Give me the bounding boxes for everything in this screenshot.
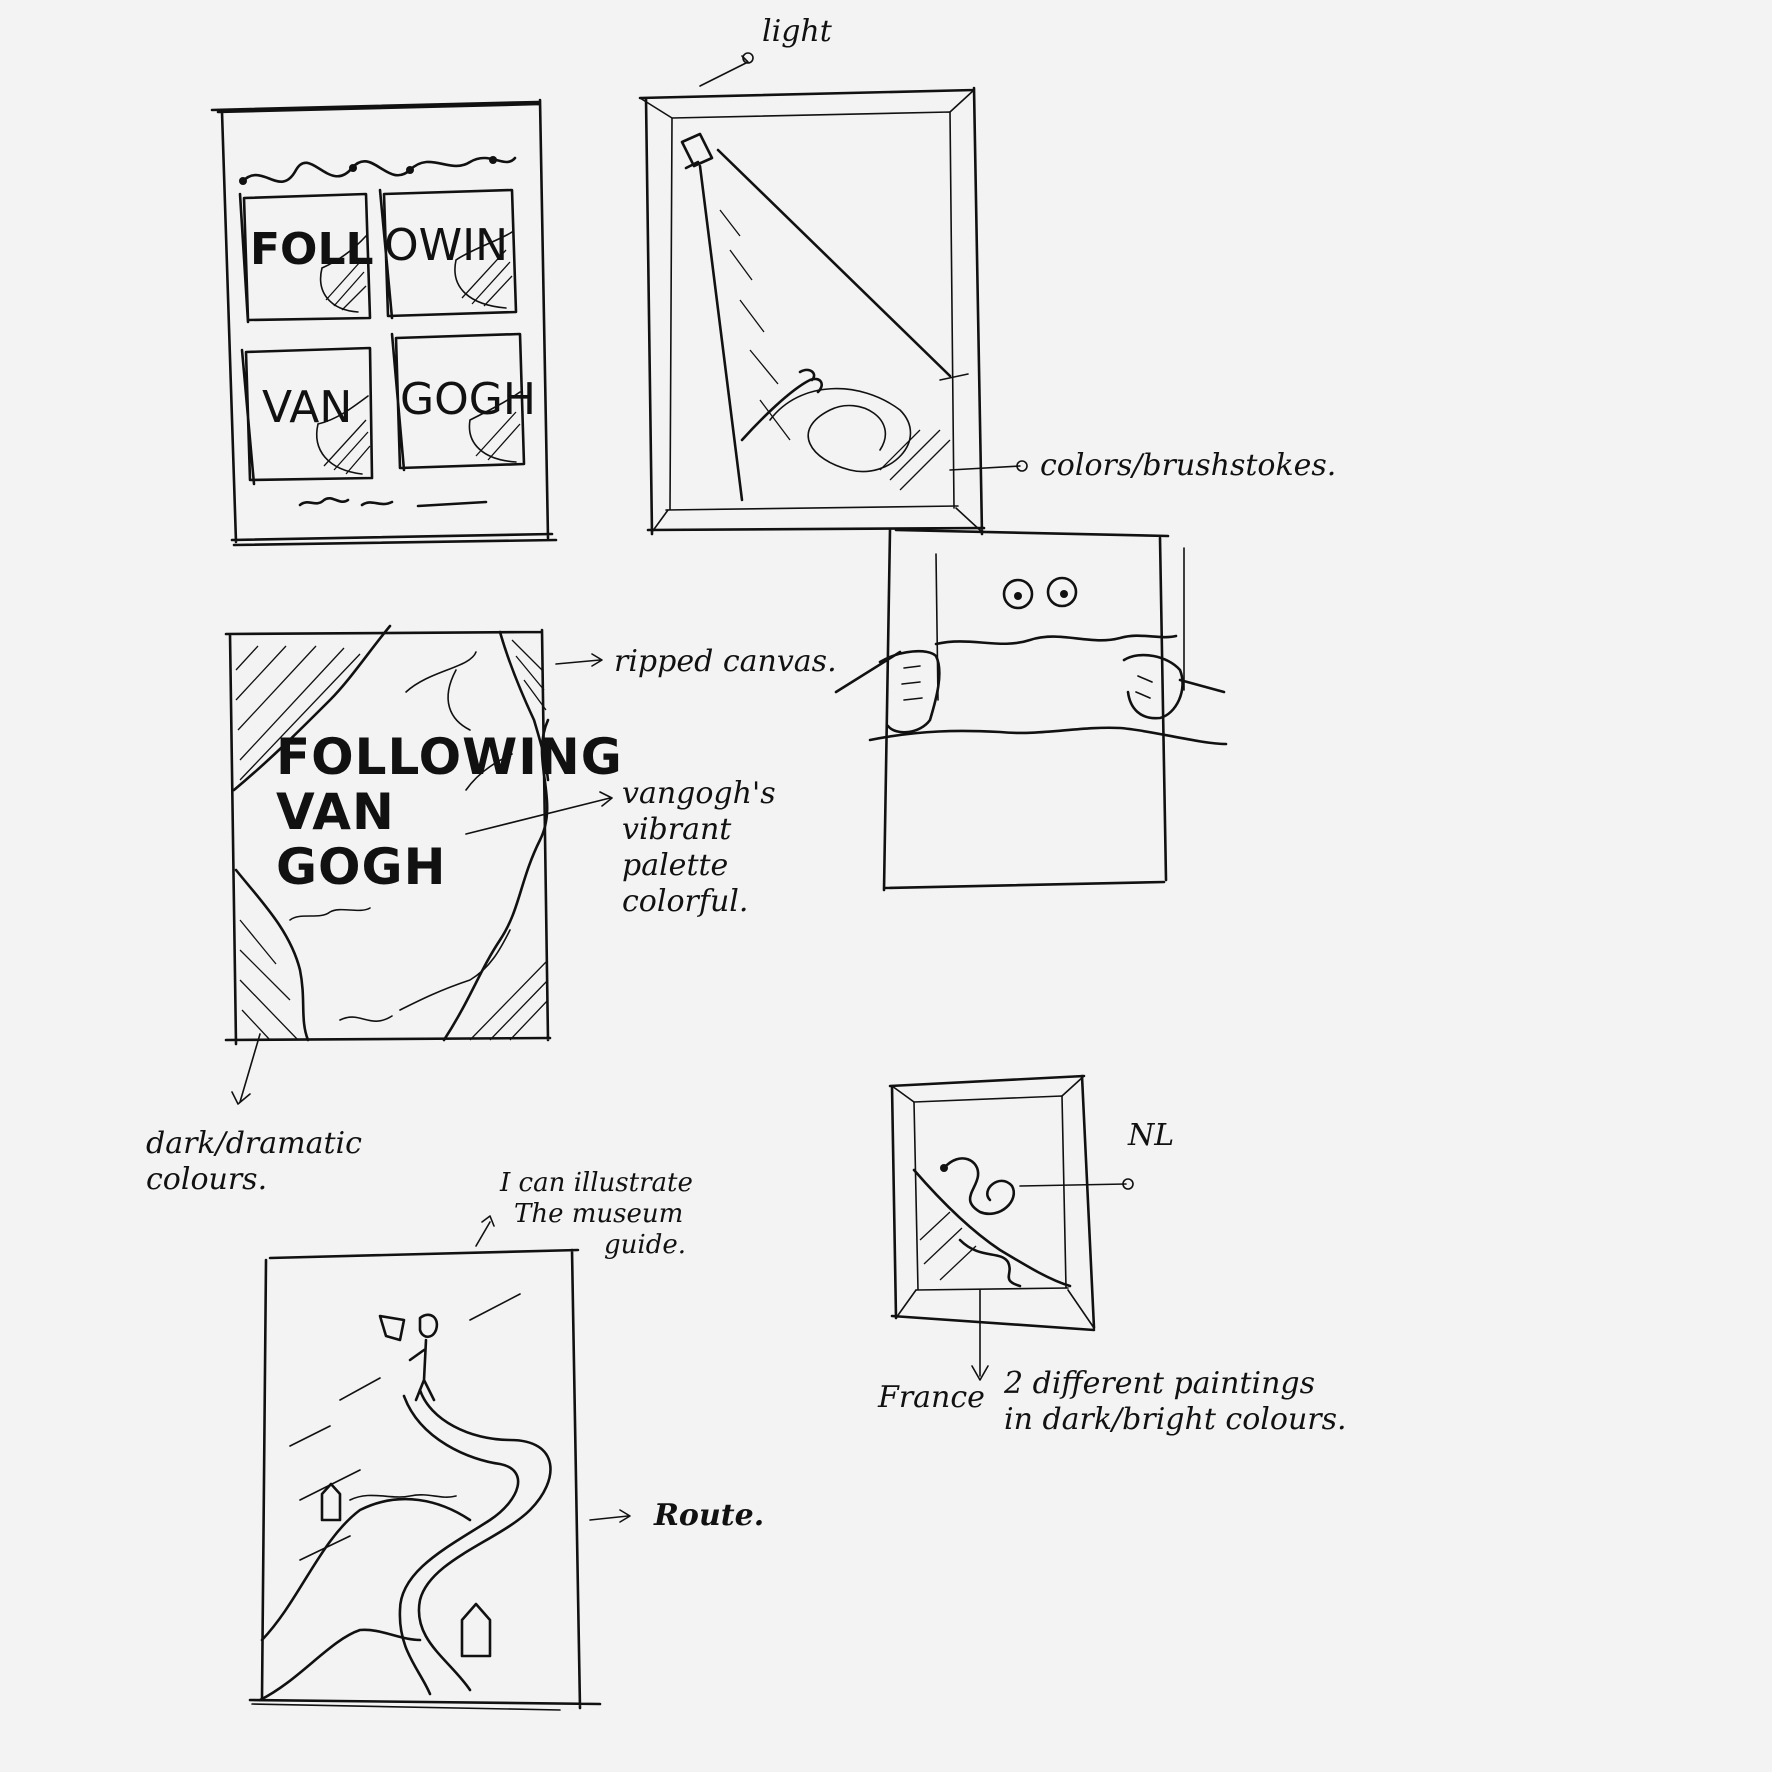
- arrow-colors: [949, 465, 1021, 471]
- arrow-dark: [231, 1033, 261, 1105]
- tile-word-3: VAN: [262, 382, 353, 433]
- note-guide-line-2: The museum: [514, 1199, 684, 1230]
- note-paintings-line-2: in dark/bright colours.: [1004, 1402, 1347, 1437]
- poster-title-line-2: VAN: [276, 783, 395, 841]
- note-ripped-canvas: ripped canvas.: [614, 644, 837, 679]
- tile-word-2: OWIN: [384, 220, 509, 271]
- annotation-arrows: [231, 52, 1134, 1523]
- note-route: Route.: [654, 1498, 765, 1533]
- arrow-light: [699, 55, 749, 87]
- sketch-tearing-hands: [834, 528, 1228, 892]
- sketch-light-frame: [638, 86, 986, 536]
- tile-word-1: FOLL: [250, 224, 374, 275]
- note-palette-line-2: vibrant: [622, 812, 732, 847]
- arrow-france: [971, 1289, 989, 1381]
- sketch-museum-route: [248, 1248, 602, 1711]
- sketch-small-painting: [888, 1074, 1096, 1332]
- note-dark-colours: dark/dramatic colours.: [146, 1126, 362, 1198]
- poster-title-line-3: GOGH: [276, 838, 447, 896]
- note-dark-line-2: colours.: [146, 1162, 268, 1197]
- note-nl: NL: [1128, 1118, 1175, 1153]
- note-colors-brushstrokes: colors/brushstokes.: [1040, 448, 1337, 483]
- tile-word-4: GOGH: [400, 374, 536, 425]
- arrow-guide: [475, 1215, 495, 1247]
- note-france: France: [878, 1380, 985, 1415]
- note-vangogh-palette: vangogh's vibrant palette colorful.: [622, 776, 776, 920]
- note-palette-line-4: colorful.: [622, 884, 749, 919]
- poster-title-line-1: FOLLOWING: [276, 728, 623, 786]
- note-guide-line-3: guide.: [604, 1230, 686, 1261]
- note-dark-line-1: dark/dramatic: [146, 1126, 362, 1161]
- note-paintings-line-1: 2 different paintings: [1004, 1366, 1316, 1401]
- note-palette-line-1: vangogh's: [622, 776, 776, 811]
- poster-title: FOLLOWING VAN GOGH: [276, 730, 623, 895]
- sketch-grid-poster: [210, 98, 558, 547]
- arrow-ripped: [555, 653, 603, 667]
- arrow-route: [589, 1509, 631, 1523]
- arrow-palette: [465, 791, 613, 835]
- note-museum-guide: I can illustrate The museum guide.: [500, 1168, 693, 1262]
- sketch-ripped-canvas-poster: [224, 624, 552, 1046]
- note-palette-line-3: palette: [622, 848, 729, 883]
- note-two-paintings: 2 different paintings in dark/bright col…: [1004, 1366, 1347, 1438]
- note-guide-line-1: I can illustrate: [500, 1168, 693, 1198]
- note-light: light: [762, 14, 832, 49]
- arrow-nl: [1019, 1183, 1127, 1187]
